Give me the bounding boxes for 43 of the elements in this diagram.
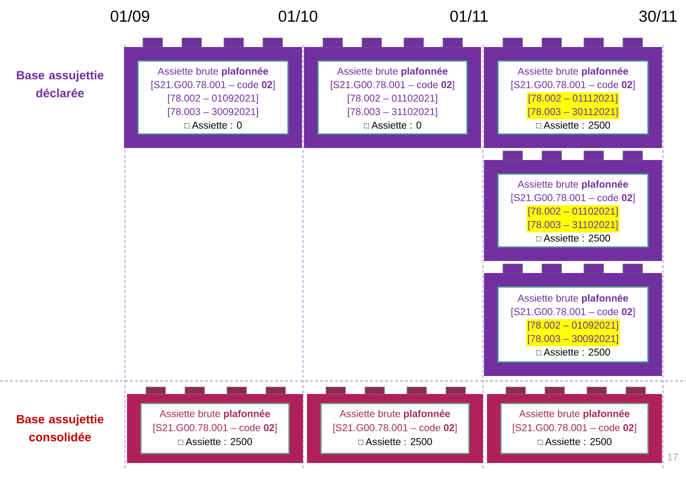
panel-heading: Assiette brute plafonnée — [337, 67, 448, 77]
code-line: [S21.G00.78.001 – code 02] — [151, 80, 275, 90]
amount-text: Assiette : 2500 — [366, 438, 432, 446]
date-label: 01/11 — [450, 10, 488, 22]
info-panel — [317, 60, 468, 135]
code-line: [S21.G00.78.001 – code 02] — [153, 424, 277, 434]
amount-text: Assiette : 2500 — [544, 234, 610, 242]
info-panel — [137, 60, 289, 135]
panel-heading: Assiette brute plafonnée — [518, 294, 628, 304]
amount-text: Assiette : 0 — [371, 121, 422, 129]
amount-text: Assiette : 2500 — [544, 121, 610, 129]
amount-text: Assiette : 2500 — [544, 348, 610, 356]
date-label: 01/10 — [278, 10, 318, 22]
info-panel — [140, 402, 290, 454]
code-line: [S21.G00.78.001 – code 02] — [330, 80, 454, 90]
info-panel — [320, 402, 470, 454]
page-number: 17 — [668, 454, 678, 460]
date-label: 30/11 — [639, 10, 677, 22]
panel-heading: Assiette brute plafonnée — [518, 180, 628, 190]
info-panel — [497, 60, 649, 135]
panel-heading: Assiette brute plafonnée — [158, 67, 268, 77]
info-panel — [500, 402, 649, 454]
row-label: Base assujettie déclarée — [16, 70, 104, 98]
code-line: [S21.G00.78.001 – code 02] — [511, 80, 635, 90]
code-line: [S21.G00.78.001 – code 02] — [333, 424, 457, 434]
code-line: [78.002 – 01102021] — [348, 94, 438, 104]
panel-heading: Assiette brute plafonnée — [519, 410, 630, 420]
row-label: Base assujettie consolidée — [16, 414, 104, 442]
code-line: [S21.G00.78.001 – code 02] — [511, 194, 635, 204]
amount-text: Assiette : 0 — [192, 121, 242, 129]
code-line: [S21.G00.78.001 – code 02] — [511, 308, 635, 318]
code-line: [S21.G00.78.001 – code 02] — [512, 424, 636, 434]
amount-text: Assiette : 2500 — [186, 438, 252, 446]
panel-heading: Assiette brute plafonnée — [518, 67, 628, 77]
code-line: [78.002 – 01092021] — [168, 94, 258, 104]
info-panel — [497, 173, 649, 248]
date-label: 01/09 — [110, 10, 150, 22]
info-panel — [497, 286, 649, 363]
panel-heading: Assiette brute plafonnée — [340, 410, 450, 420]
amount-text: Assiette : 2500 — [545, 438, 612, 446]
panel-heading: Assiette brute plafonnée — [160, 410, 270, 420]
code-line: [78.003 – 31102021] — [348, 108, 438, 118]
code-line: [78.003 – 30092021] — [168, 108, 258, 118]
